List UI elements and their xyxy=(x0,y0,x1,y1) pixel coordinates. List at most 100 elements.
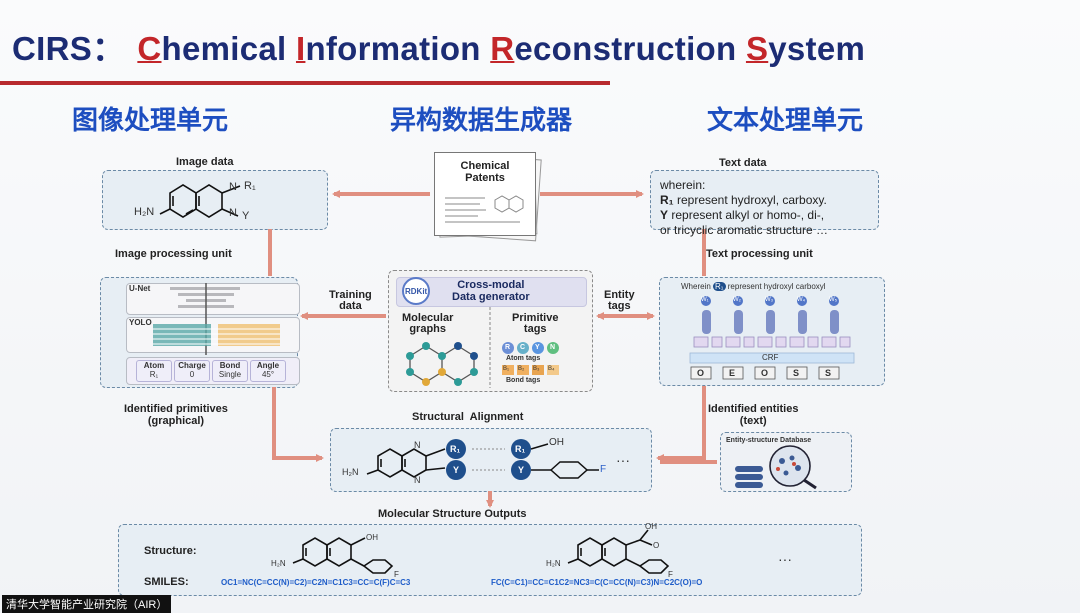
text-line-4: or tricyclic aromatic structure … xyxy=(660,223,829,237)
alignment-y-right: Y xyxy=(518,465,525,475)
chemical-patents-label: Chemical Patents xyxy=(460,160,510,184)
title-initial-c: C xyxy=(137,30,162,67)
primitive-tags-line-1: Primitive xyxy=(512,312,559,324)
section-image-unit: 图像处理单元 xyxy=(72,105,229,135)
atom-tag-n: N xyxy=(550,344,556,351)
bond-tag-1: B₁ xyxy=(503,366,510,372)
rdkit-logo-icon xyxy=(402,277,430,305)
section-generator: 异构数据生成器 xyxy=(390,105,573,135)
text-data-box xyxy=(650,170,879,230)
atom-tag-circles xyxy=(502,342,559,354)
identified-primitives-line-2: (graphical) xyxy=(147,415,205,427)
title-colon: ： xyxy=(92,30,126,67)
image-data-h2n: H₂N xyxy=(134,206,155,218)
title-word-information: nformation xyxy=(305,30,491,67)
structural-alignment-label: Structural Alignment xyxy=(412,411,524,423)
institution-footer: 清华大学智能产业研究院（AIR） xyxy=(2,595,172,613)
outputs-ellipsis: ··· xyxy=(778,551,792,567)
output-1-f: F xyxy=(394,570,399,579)
ner-w4: W₄ xyxy=(797,297,806,303)
text-r1-bold: R₁ xyxy=(660,193,674,207)
bond-tag-4: B₄ xyxy=(548,366,555,372)
text-data-label: Text data xyxy=(719,157,767,169)
output-2-h2n: H₂N xyxy=(546,559,561,568)
molecular-graph xyxy=(406,342,478,386)
text-r1-desc: represent hydroxyl, carboxy. xyxy=(673,193,827,207)
molecular-structure-outputs-label: Molecular Structure Outputs xyxy=(378,508,527,520)
arrow-primitives-to-alignment xyxy=(272,387,324,462)
image-data-r1: R₁ xyxy=(244,180,256,192)
entity-tags-line-2: tags xyxy=(607,300,631,312)
ner-w2: W₂ xyxy=(733,297,741,303)
output-2-oh: OH xyxy=(645,522,657,531)
rdkit-label: RDKit xyxy=(405,287,428,296)
smiles-label: SMILES: xyxy=(144,576,189,588)
ner-w3: W₃ xyxy=(765,297,774,303)
identified-entities-label: Identified entities(text) xyxy=(708,403,798,427)
title-initial-r: R xyxy=(490,30,515,67)
ner-tag-5: S xyxy=(825,368,832,378)
attr-angle-value: 45° xyxy=(261,370,275,379)
output-2-f: F xyxy=(668,570,673,579)
title-initial-s: S xyxy=(745,30,769,67)
alignment-links xyxy=(472,448,505,471)
alignment-box xyxy=(330,428,652,492)
alignment-f: F xyxy=(600,464,607,475)
entity-tags-line-1: Entity xyxy=(604,289,635,301)
ner-tag-4: S xyxy=(793,368,800,378)
image-data-box xyxy=(102,170,328,230)
arrow-entities-to-alignment xyxy=(656,386,706,462)
alignment-n1: N xyxy=(414,440,421,450)
bond-tag-3: B₃ xyxy=(533,366,540,372)
unet-label: U-Net xyxy=(129,284,151,293)
atom-tag-r: R xyxy=(505,344,511,351)
crf-label: CRF xyxy=(762,353,779,362)
generator-title-line-2: Data generator xyxy=(452,291,530,303)
title-word-chemical: hemical xyxy=(161,30,296,67)
yolo-label: YOLO xyxy=(129,318,152,327)
outputs-box xyxy=(118,524,862,596)
generator-title-line-1: Cross-modal xyxy=(457,279,525,291)
alignment-placeholders xyxy=(446,439,531,480)
molecular-graphs-line-1: Molecular xyxy=(402,312,454,324)
output-1-h2n: H₂N xyxy=(271,559,286,568)
title-word-reconstruction: econstruction xyxy=(514,30,746,67)
flow-arrows xyxy=(268,190,717,508)
alignment-n2: N xyxy=(414,475,421,485)
attr-charge-value: 0 xyxy=(189,370,195,379)
unet-bars xyxy=(170,287,240,308)
structure-label: Structure: xyxy=(144,545,197,557)
alignment-ellipsis: ··· xyxy=(616,452,630,468)
text-line-1: wherein: xyxy=(660,178,706,192)
alignment-h2n: H₂N xyxy=(342,467,359,477)
database-illustration xyxy=(735,445,817,490)
ner-tag-1: O xyxy=(697,368,705,378)
text-data-content: wherein: R₁ represent hydroxyl, carboxy.… xyxy=(660,178,828,238)
primitive-tags-line-2: tags xyxy=(523,323,547,335)
ner-sentence-pre: Wherein xyxy=(681,282,711,291)
entity-structure-database-label: Entity-structure Database xyxy=(726,437,812,444)
alignment-molecule xyxy=(366,448,446,478)
page-title: CIRS：Chemical Information Reconstruction… xyxy=(12,22,865,70)
title-word-system: ystem xyxy=(768,30,866,67)
identified-primitives-line-1: Identified primitives xyxy=(124,403,228,415)
title-initial-i: I xyxy=(295,30,306,67)
molecular-graphs-line-2: graphs xyxy=(409,323,447,335)
atom-tag-c: C xyxy=(520,344,526,351)
ner-network xyxy=(689,296,855,380)
ner-sentence-post: represent hydroxyl carboxyl xyxy=(727,282,826,291)
text-line-3: Y represent alkyl or homo-, di-, xyxy=(660,208,828,223)
text-processing-unit-label: Text processing unit xyxy=(706,248,813,260)
patent-mini-structure xyxy=(445,195,524,223)
alignment-fragments xyxy=(530,443,599,479)
text-y-desc: represent alkyl or homo-, di-, xyxy=(668,208,825,222)
ner-sentence-r1: R₁ xyxy=(713,282,726,291)
